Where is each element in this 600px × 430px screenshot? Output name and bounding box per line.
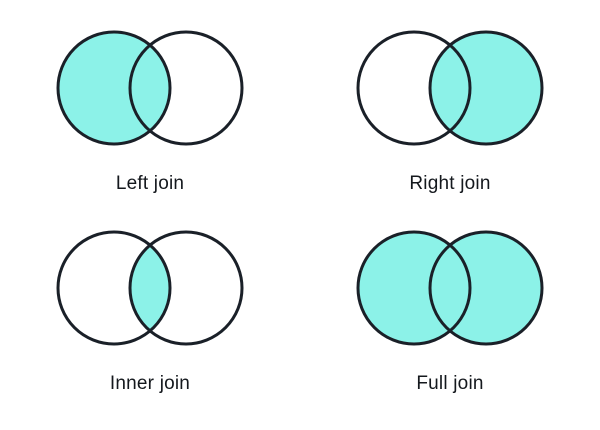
- intersection-fill: [130, 232, 170, 344]
- right-circle-outline: [428, 230, 544, 346]
- left-circle-outline: [56, 30, 172, 146]
- left-circle-outline: [356, 30, 472, 146]
- join-label-full-join: Full join: [416, 373, 484, 394]
- join-figure-full-join: Full join: [300, 222, 600, 430]
- venn-diagram-full-join: [300, 222, 600, 372]
- venn-diagram-right-join: [300, 22, 600, 172]
- venn-svg-right-join: [356, 30, 544, 146]
- intersection-fill: [430, 32, 470, 144]
- join-label-right-join: Right join: [409, 173, 491, 194]
- join-figure-right-join: Right join: [300, 22, 600, 230]
- right-circle-outline: [128, 30, 244, 146]
- venn-svg-inner-join: [56, 230, 244, 346]
- right-circle-outline: [428, 30, 544, 146]
- left-circle-outline: [56, 230, 172, 346]
- join-figure-inner-join: Inner join: [0, 222, 300, 430]
- right-circle-fill: [430, 232, 542, 344]
- intersection-fill: [130, 32, 170, 144]
- left-circle-outline: [356, 230, 472, 346]
- venn-diagram-inner-join: [0, 222, 300, 372]
- join-figure-left-join: Left join: [0, 22, 300, 230]
- right-circle-outline: [128, 230, 244, 346]
- diagram-canvas: Left join Right join: [0, 22, 600, 393]
- venn-svg-full-join: [356, 230, 544, 346]
- venn-diagram-left-join: [0, 22, 300, 172]
- join-label-inner-join: Inner join: [109, 373, 191, 394]
- venn-svg-left-join: [56, 30, 244, 146]
- join-label-left-join: Left join: [115, 173, 185, 194]
